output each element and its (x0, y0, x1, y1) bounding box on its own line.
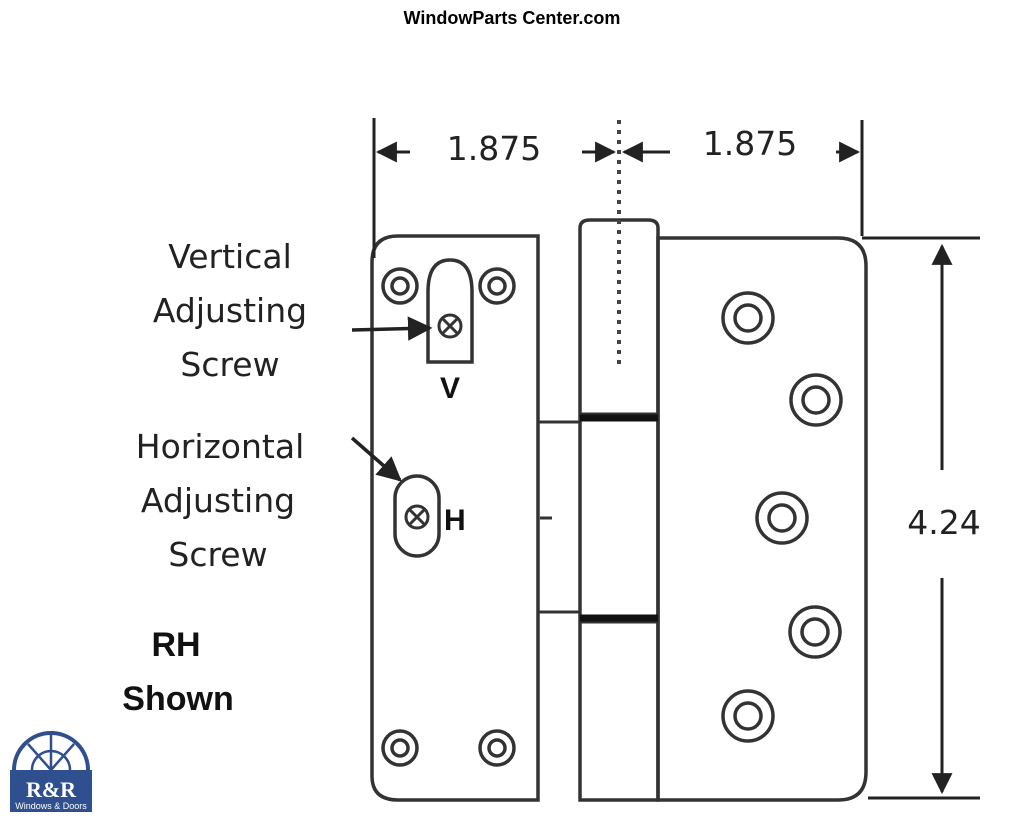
left-width-label: 1.875 (447, 129, 541, 168)
height-label: 4.24 (907, 503, 980, 542)
v-mark: V (440, 372, 460, 405)
width-dimension (372, 118, 864, 258)
screw-hole (381, 267, 419, 305)
horizontal-adjusting-slot (393, 474, 441, 558)
horizontal-callout-line1: Horizontal (136, 427, 305, 466)
screw-hole (788, 605, 842, 659)
vertical-adjusting-slot (426, 258, 474, 364)
screw-hole (478, 729, 516, 767)
hinge-knuckle (578, 218, 660, 802)
vertical-callout-arrow (351, 316, 433, 341)
left-leaf-plate (370, 234, 540, 802)
logo-arch (12, 731, 90, 771)
screw-hole (755, 491, 809, 545)
horizontal-adjusting-screw (404, 504, 430, 530)
right-width-label: 1.875 (703, 124, 797, 163)
shown-label: Shown (122, 680, 233, 718)
height-dimension (862, 236, 980, 800)
screw-hole (721, 291, 775, 345)
logo-tagline: Windows & Doors (15, 801, 87, 811)
logo-badge (10, 770, 92, 812)
rh-label: RH (151, 626, 200, 664)
vertical-callout-line2: Adjusting (153, 291, 307, 330)
logo-brand: R&R (26, 777, 77, 802)
middle-knuckle (578, 412, 660, 624)
site-title: WindowParts Center.com (403, 8, 621, 28)
right-leaf-screw-holes (721, 291, 843, 743)
vertical-callout-line1: Vertical (168, 237, 292, 276)
h-mark: H (444, 504, 466, 537)
horizontal-callout-line2: Adjusting (141, 481, 295, 520)
right-leaf-plate (656, 236, 868, 802)
left-leaf-screw-holes (381, 267, 516, 767)
screw-hole (478, 267, 516, 305)
screw-hole (789, 373, 843, 427)
vertical-adjusting-screw (437, 313, 463, 339)
screw-hole (381, 729, 419, 767)
rr-logo: R&R Windows & Doors (10, 731, 92, 812)
horizontal-callout-line3: Screw (168, 535, 267, 574)
vertical-callout-line3: Screw (180, 345, 279, 384)
screw-hole (721, 689, 775, 743)
horizontal-callout-arrow (350, 436, 402, 482)
